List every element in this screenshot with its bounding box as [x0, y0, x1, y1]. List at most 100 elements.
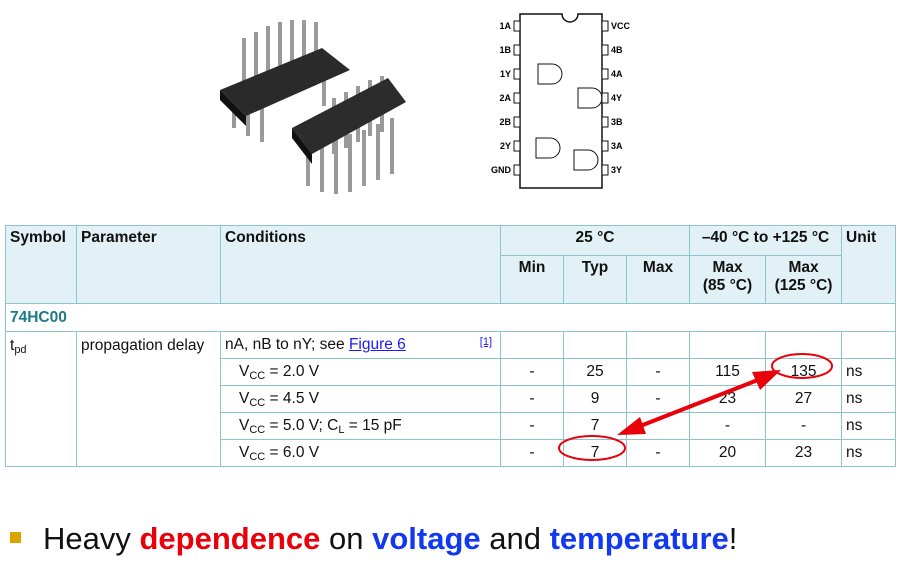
- parameter-cell: propagation delay: [76, 331, 221, 467]
- pin-label: VCC: [611, 21, 631, 31]
- group-label: 74HC00: [4, 303, 897, 332]
- max125-cell: 23: [765, 439, 843, 467]
- header-unit: Unit: [841, 225, 897, 304]
- footnote-ref-link[interactable]: [1]: [479, 336, 492, 348]
- pin-label: 2B: [499, 117, 511, 127]
- pin-label: 3B: [611, 117, 623, 127]
- pin: [601, 20, 609, 32]
- bullet-square-icon: [10, 532, 21, 544]
- pin: [513, 92, 521, 104]
- pin-label: 2A: [499, 93, 511, 103]
- empty-cell: [563, 331, 627, 359]
- empty-cell: [500, 331, 564, 359]
- typ-cell: 7: [563, 439, 627, 467]
- figure-6-link[interactable]: Figure 6: [348, 336, 406, 353]
- header-parameter: Parameter: [76, 225, 221, 304]
- unit-cell: ns: [841, 412, 897, 440]
- conditions-text: nA, nB to nY; see: [225, 336, 349, 353]
- conditions-cell: nA, nB to nY; see Figure 6 [1]: [220, 331, 501, 359]
- cl-sub: L: [338, 424, 345, 436]
- symbol-main: t: [10, 337, 15, 354]
- pin: [601, 164, 609, 176]
- pin-label: GND: [491, 165, 512, 175]
- empty-cell: [625, 331, 691, 359]
- max85-cell: -: [689, 412, 767, 440]
- vcc-sub: CC: [249, 451, 266, 463]
- max85-cell: 23: [689, 385, 767, 413]
- pin: [513, 140, 521, 152]
- bullet-text-5: and: [480, 521, 550, 556]
- typ-cell: 9: [563, 385, 627, 413]
- header-temp-range: –40 °C to +125 °C: [689, 225, 843, 256]
- unit-cell: ns: [841, 358, 897, 386]
- bullet-highlight-voltage: voltage: [372, 521, 481, 556]
- min-cell: -: [500, 358, 564, 386]
- vcc-sub: CC: [249, 397, 266, 409]
- pin-label: 4B: [611, 45, 623, 55]
- min-cell: -: [500, 385, 564, 413]
- header-typ: Typ: [563, 255, 627, 304]
- bullet-highlight-dependence: dependence: [139, 521, 321, 556]
- max125-cell: 135: [765, 358, 843, 386]
- header-max: Max: [625, 255, 691, 304]
- max125-cell: -: [765, 412, 843, 440]
- unit-cell: ns: [841, 439, 897, 467]
- max85-cell: 115: [689, 358, 767, 386]
- pin: [601, 92, 609, 104]
- pin-label: 3Y: [611, 165, 622, 175]
- vcc-v: V: [239, 444, 250, 461]
- max-cell: [625, 412, 691, 440]
- pin: [513, 20, 521, 32]
- max-cell: -: [625, 385, 691, 413]
- pin: [601, 68, 609, 80]
- propagation-delay-table: Symbol Parameter Conditions 25 °C –40 °C…: [4, 225, 897, 467]
- pin: [513, 68, 521, 80]
- pin-label: 1Y: [500, 69, 511, 79]
- header-conditions: Conditions: [220, 225, 501, 304]
- bullet-point: Heavy dependence on voltage and temperat…: [10, 521, 737, 557]
- pin: [513, 116, 521, 128]
- empty-cell: [841, 331, 897, 359]
- header-max-125-line1: Max: [788, 259, 819, 276]
- max85-cell: 20: [689, 439, 767, 467]
- pin-label: 2Y: [500, 141, 511, 151]
- pin: [601, 116, 609, 128]
- condition-cell: VCC = 4.5 V: [220, 385, 501, 413]
- vcc-sub: CC: [249, 424, 266, 436]
- symbol-sub: pd: [14, 344, 27, 356]
- pin-label: 1A: [499, 21, 511, 31]
- symbol-cell: tpd: [5, 331, 77, 467]
- pin: [513, 44, 521, 56]
- condition-value: = 6.0 V: [265, 444, 320, 461]
- max-cell: -: [625, 358, 691, 386]
- condition-cell: VCC = 2.0 V: [220, 358, 501, 386]
- condition-value: = 2.0 V: [265, 363, 320, 380]
- header-25c: 25 °C: [499, 225, 691, 256]
- condition-cell: VCC = 6.0 V: [220, 439, 501, 467]
- pin: [601, 140, 609, 152]
- vcc-v: V: [239, 417, 250, 434]
- header-max-85-line2: (85 °C): [702, 277, 753, 294]
- header-max-125-line2: (125 °C): [774, 277, 833, 294]
- min-cell: -: [500, 412, 564, 440]
- bullet-text-1: Heavy: [43, 521, 140, 556]
- min-cell: -: [500, 439, 564, 467]
- condition-value: = 4.5 V: [265, 390, 320, 407]
- vcc-v: V: [239, 363, 250, 380]
- header-max-85: Max(85 °C): [689, 255, 767, 304]
- bullet-highlight-temperature: temperature: [549, 521, 729, 556]
- header-symbol: Symbol: [5, 225, 77, 304]
- unit-cell: ns: [841, 385, 897, 413]
- typ-cell: 25: [563, 358, 627, 386]
- bullet-text-3: on: [320, 521, 373, 556]
- pin-label: 3A: [611, 141, 623, 151]
- pin-label: 1B: [499, 45, 511, 55]
- empty-cell: [689, 331, 767, 359]
- typ-cell: 7: [563, 412, 627, 440]
- pin-label: 4A: [611, 69, 623, 79]
- condition-extra: = 15 pF: [344, 417, 402, 434]
- vcc-sub: CC: [249, 370, 266, 382]
- max125-cell: 27: [765, 385, 843, 413]
- max-cell: -: [625, 439, 691, 467]
